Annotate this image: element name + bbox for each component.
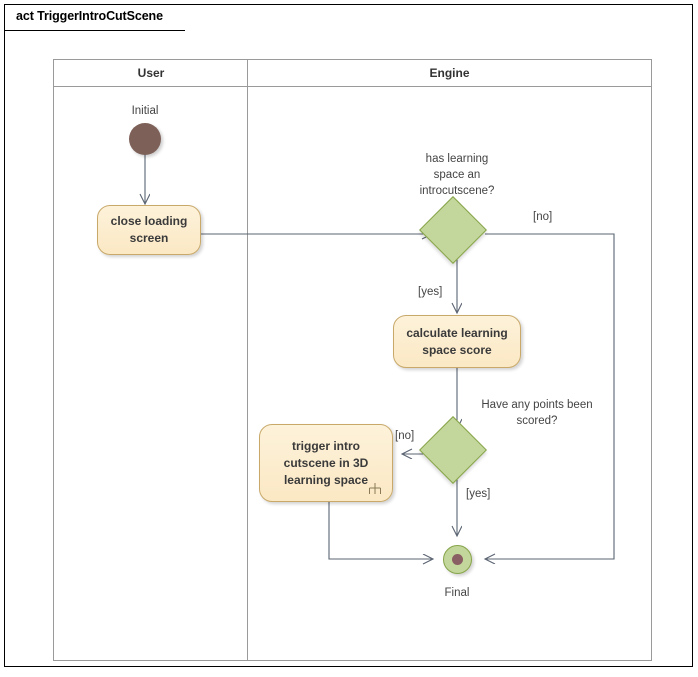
guard-label-introcutscene-yes: [yes] [418, 286, 443, 298]
action-close-loading-screen-label: close loading screen [111, 213, 188, 247]
final-node-inner-dot [452, 554, 463, 565]
action-trigger-intro-cutscene-label: trigger intro cutscene in 3D learning sp… [284, 438, 369, 489]
label-line-1: trigger intro [291, 438, 360, 453]
label-line-1: calculate learning [406, 325, 508, 340]
swimlane-header-row: User Engine [54, 60, 651, 87]
decision-introcutscene-question: has learning space an introcutscene? [373, 151, 541, 199]
action-calculate-learning-space-score[interactable]: calculate learning space score [393, 315, 521, 368]
action-trigger-intro-cutscene[interactable]: trigger intro cutscene in 3D learning sp… [259, 424, 393, 502]
final-node[interactable] [443, 545, 472, 574]
rake-icon [369, 483, 381, 494]
question-line-2: scored? [516, 415, 558, 427]
question-line-3: introcutscene? [419, 185, 495, 197]
diagram-title-tab[interactable]: act TriggerIntroCutScene [5, 5, 185, 31]
action-calculate-label: calculate learning space score [406, 325, 507, 359]
label-line-3: learning space [283, 472, 369, 487]
swimlane-header-user[interactable]: User [137, 66, 165, 80]
question-line-1: has learning [425, 153, 489, 165]
page-title: act TriggerIntroCutScene [16, 9, 163, 23]
question-line-2: space an [433, 169, 481, 181]
initial-node[interactable] [129, 123, 161, 155]
action-close-loading-screen[interactable]: close loading screen [97, 205, 201, 255]
guard-label-points-yes: [yes] [466, 488, 491, 500]
question-line-1: Have any points been [481, 399, 593, 411]
decision-points-scored-question: Have any points been scored? [448, 397, 626, 429]
label-line-1: close loading [110, 214, 188, 228]
label-line-2: space score [422, 342, 492, 357]
label-line-2: screen [129, 231, 169, 245]
initial-node-caption: Initial [131, 105, 159, 117]
guard-label-introcutscene-no: [no] [533, 211, 553, 223]
swimlane-header-engine[interactable]: Engine [429, 66, 470, 80]
guard-label-points-no: [no] [395, 430, 415, 442]
label-line-2: cutscene in 3D [283, 455, 369, 470]
diagram-frame: act TriggerIntroCutScene User Engine [4, 4, 693, 667]
swimlane-divider [247, 60, 248, 660]
final-node-caption: Final [444, 587, 470, 599]
